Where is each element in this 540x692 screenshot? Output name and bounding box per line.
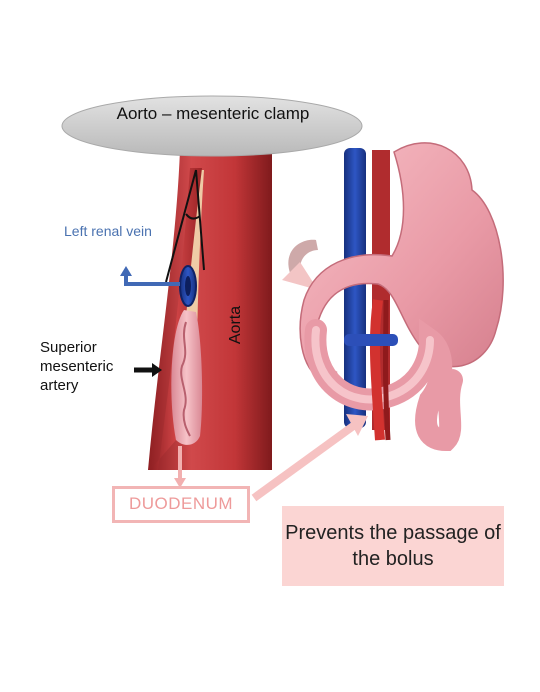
duodenum-label: DUODENUM [128, 494, 234, 513]
callout-text: Prevents the passage of the bolus [285, 522, 501, 570]
sma-arrowhead [152, 363, 162, 377]
duodenum-pointer-head [346, 414, 368, 436]
right-sma [369, 299, 385, 441]
ivc-vessel [344, 148, 366, 428]
duodenum-pointer [251, 420, 359, 502]
angle-line-1 [165, 169, 197, 283]
duodenum-cross-section [171, 310, 203, 445]
sma-vessel [150, 168, 202, 470]
duodenum-folds [180, 321, 191, 437]
stomach [299, 142, 504, 381]
duodenum-box [112, 486, 250, 523]
callout-box [282, 506, 504, 586]
sma-label: Superior mesenteric artery [40, 339, 114, 394]
right-anatomy-panel [299, 142, 504, 452]
clamp-ellipse [61, 95, 363, 157]
angle-arc [185, 213, 201, 220]
rotation-arrowhead [282, 262, 318, 290]
left-renal-vein-label: Left renal vein [64, 223, 152, 239]
left-vessel-panel [148, 150, 272, 470]
angle-line-2 [195, 169, 205, 271]
right-renal-vein [344, 334, 398, 346]
renal-vein-arrowhead [120, 266, 132, 276]
aorta-label: Aorta [227, 305, 244, 345]
clamp-label: Aorto – mesenteric clamp [116, 104, 310, 123]
renal-vein-arrow [124, 274, 180, 286]
